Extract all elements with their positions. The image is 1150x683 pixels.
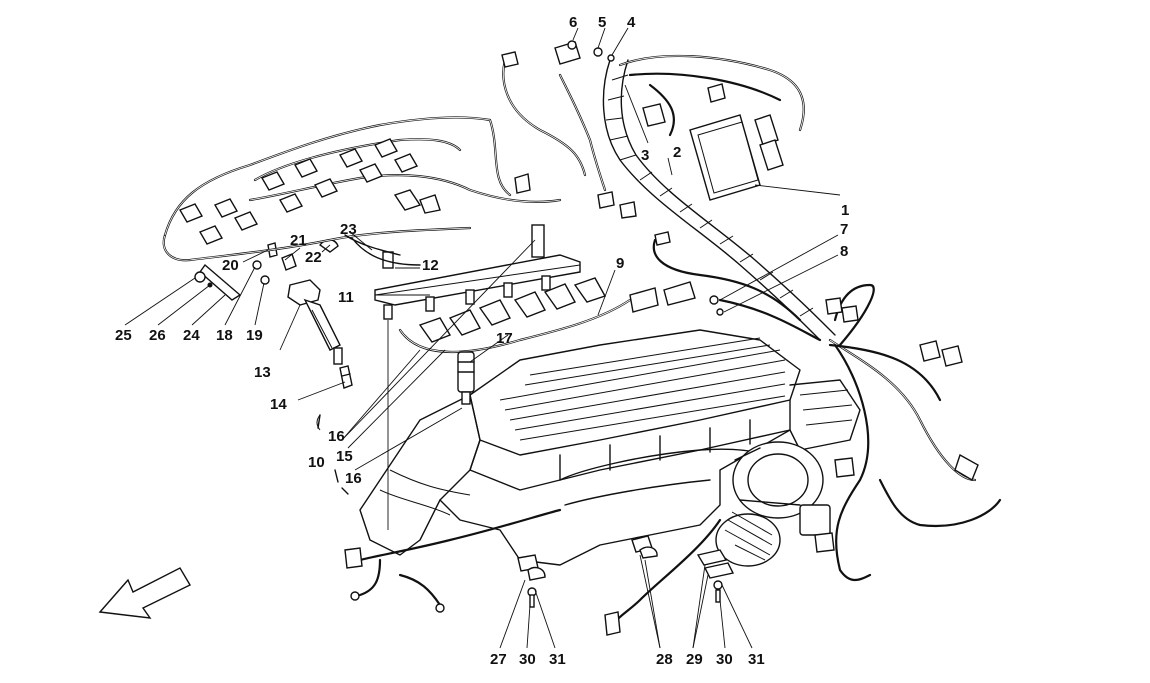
- callout-26: 26: [149, 327, 166, 344]
- callout-2: 2: [673, 144, 681, 161]
- callout-25: 25: [115, 327, 132, 344]
- callout-10: 10: [308, 454, 325, 471]
- callout-9: 9: [616, 255, 624, 272]
- spark-plug: [339, 365, 353, 389]
- callout-23: 23: [340, 221, 357, 238]
- callout-6: 6: [569, 14, 577, 31]
- callout-18: 18: [216, 327, 233, 344]
- callout-17: 17: [496, 330, 513, 347]
- fuel-rail: [374, 224, 581, 320]
- callout-16-upper: 16: [328, 428, 345, 445]
- callout-21: 21: [290, 232, 307, 249]
- ignition-wiring-harness: [162, 116, 637, 266]
- callout-24: 24: [183, 327, 200, 344]
- callout-1: 1: [841, 202, 849, 219]
- callout-14: 14: [270, 396, 287, 413]
- callout-29: 29: [686, 651, 703, 668]
- throttle-body: [715, 441, 831, 567]
- callout-13: 13: [254, 364, 271, 381]
- callout-28: 28: [656, 651, 673, 668]
- callout-20: 20: [222, 257, 239, 274]
- callout-11: 11: [338, 289, 354, 306]
- ignition-coil: [287, 279, 343, 365]
- engine-control-unit: [689, 114, 784, 201]
- callout-7: 7: [840, 221, 848, 238]
- injector-connectors: [398, 277, 632, 353]
- top-connectors: [344, 40, 979, 636]
- harness-clips: [316, 414, 349, 495]
- callout-27: 27: [490, 651, 507, 668]
- leader-lines: [124, 27, 841, 649]
- callout-30-left: 30: [519, 651, 536, 668]
- callout-12: 12: [422, 257, 439, 274]
- callout-3: 3: [641, 147, 649, 164]
- callout-30-right: 30: [716, 651, 733, 668]
- callout-8: 8: [840, 243, 848, 260]
- callout-numbers: 1 2 3 4 5 6 7 8 9 10 11 12 13 14 15 16 1…: [115, 14, 849, 668]
- mounting-hardware: [517, 535, 735, 608]
- callout-31-left: 31: [549, 651, 566, 668]
- callout-15: 15: [336, 448, 353, 465]
- front-direction-arrow-icon: [98, 567, 191, 619]
- coil-connector-group: [178, 138, 637, 245]
- callout-19: 19: [246, 327, 263, 344]
- fuel-injector: [457, 351, 475, 405]
- callout-31-right: 31: [748, 651, 765, 668]
- callout-22: 22: [305, 249, 322, 266]
- callout-16-lower: 16: [345, 470, 362, 487]
- main-wiring-harness: [358, 54, 1002, 627]
- callout-5: 5: [598, 14, 606, 31]
- callout-4: 4: [627, 14, 636, 31]
